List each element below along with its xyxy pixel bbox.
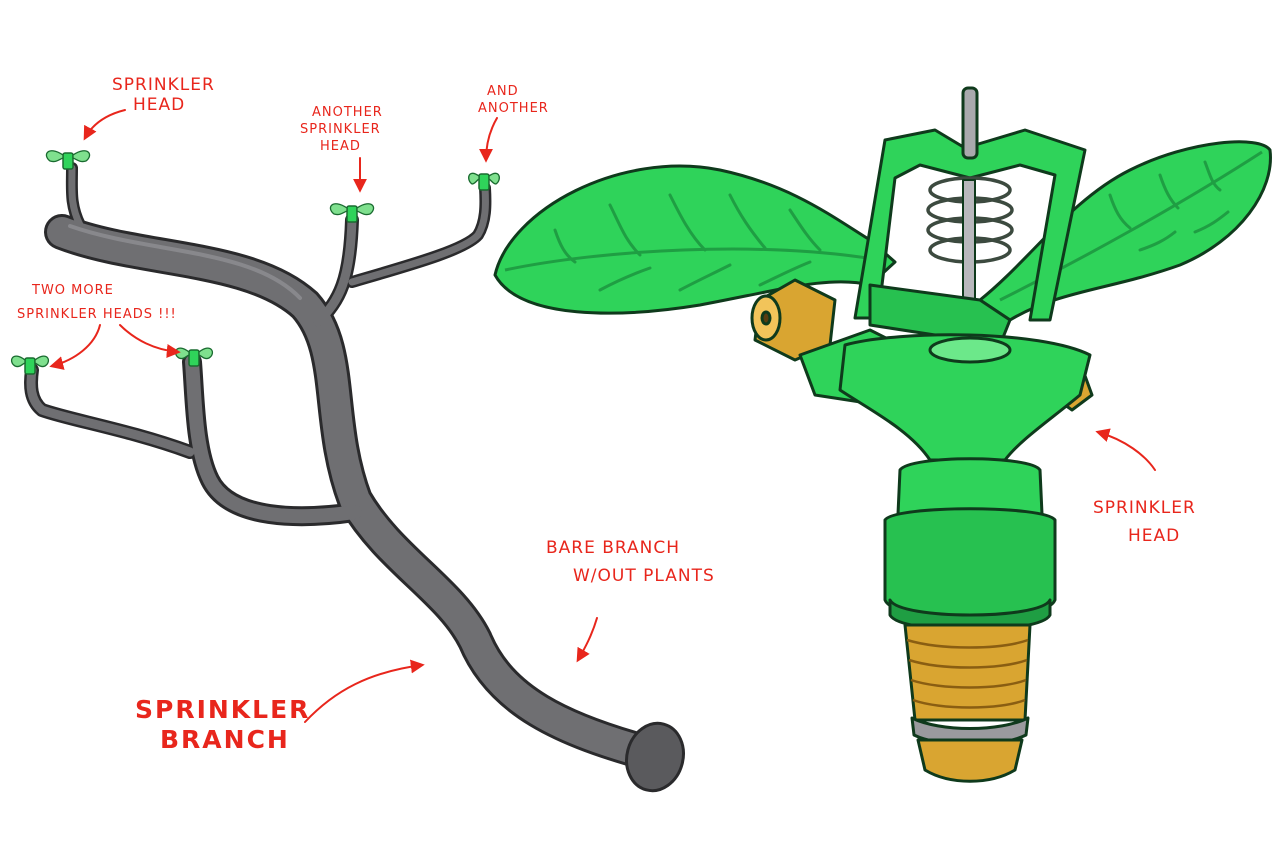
right-leaf-arm (978, 140, 1272, 322)
brass-thread (903, 623, 1032, 783)
label-line: HEAD (320, 139, 361, 154)
label-line: AND (487, 84, 519, 99)
small-sprinkler-head-1 (45, 150, 91, 170)
label-line: HEAD (1128, 526, 1180, 546)
left-leaf-arm (493, 164, 897, 315)
label-another-sprinkler-head: ANOTHER SPRINKLER HEAD (300, 105, 383, 193)
label-line: SPRINKLER (300, 122, 381, 137)
label-line: TWO MORE (31, 283, 114, 298)
label-line: SPRINKLER (1093, 498, 1196, 518)
label-line: W/OUT PLANTS (573, 566, 715, 586)
label-line: BARE BRANCH (546, 538, 680, 558)
small-sprinkler-head-3 (468, 172, 500, 191)
label-line: ANOTHER (478, 101, 549, 116)
label-line: SPRINKLER HEADS !!! (17, 307, 177, 322)
label-line: SPRINKLER (112, 75, 215, 95)
label-two-more-heads: TWO MORE SPRINKLER HEADS !!! (17, 283, 181, 370)
label-sprinkler-branch: SPRINKLER BRANCH (135, 659, 425, 754)
label-line: BRANCH (160, 725, 290, 754)
label-bare-branch: BARE BRANCH W/OUT PLANTS (546, 538, 715, 663)
label-line: ANOTHER (312, 105, 383, 120)
label-sprinkler-head-right: SPRINKLER HEAD (1093, 428, 1196, 546)
small-sprinkler-head-4 (11, 355, 49, 375)
label-and-another: AND ANOTHER (478, 84, 549, 163)
label-line: SPRINKLER (135, 695, 310, 724)
label-sprinkler-head-top-left: SPRINKLER HEAD (83, 75, 215, 141)
annotations: SPRINKLER HEAD ANOTHER SPRINKLER HEAD AN… (17, 75, 1196, 754)
sprinkler-branch-pipe (24, 162, 685, 793)
small-sprinkler-head-2 (329, 203, 375, 223)
large-sprinkler-head (493, 86, 1272, 783)
small-sprinkler-head-5 (175, 347, 213, 367)
label-line: HEAD (133, 95, 185, 115)
